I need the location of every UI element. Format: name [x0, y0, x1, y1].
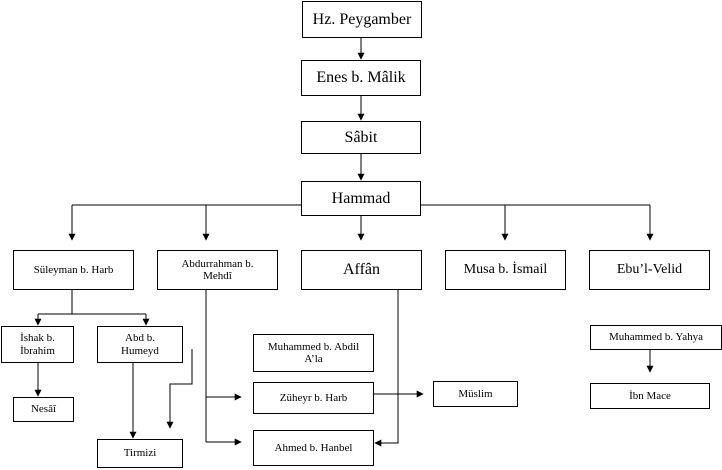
node-ebul-velid: Ebu’l-Velid: [589, 250, 710, 290]
connector-abdurrahman-tirmizi: [166, 349, 193, 429]
node-hz-peygamber: Hz. Peygamber: [302, 1, 422, 38]
node-hammad: Hammad: [301, 181, 421, 216]
node-suleyman-b-harb: Süleyman b. Harb: [13, 250, 134, 290]
node-muhammed-b-abdil-ala: Muhammed b. Abdil A’la: [253, 334, 374, 372]
node-sabit: Sâbit: [301, 121, 421, 154]
node-ahmed-b-hanbel: Ahmed b. Hanbel: [253, 430, 374, 466]
node-muslim: Müslim: [433, 381, 518, 407]
node-nesai: Nesâî: [13, 397, 74, 422]
node-abd-b-humeyd: Abd b. Humeyd: [97, 326, 183, 363]
node-ibn-mace: İbn Mace: [590, 383, 710, 409]
node-zuheyr-b-harb: Züheyr b. Harb: [253, 382, 374, 414]
node-ishak-b-ibrahim: İshak b. İbrahim: [1, 326, 74, 363]
node-musa-b-ismail: Musa b. İsmail: [445, 250, 566, 290]
node-muhammed-b-yahya: Muhammed b. Yahya: [590, 325, 722, 350]
node-affan: Affân: [301, 250, 422, 290]
node-enes-b-malik: Enes b. Mâlik: [301, 60, 421, 96]
node-abdurrahman-b-mehdi: Abdurrahman b. Mehdî: [157, 250, 278, 290]
node-tirmizi: Tirmizi: [97, 439, 183, 468]
connector-affan-ahmed: [374, 289, 399, 447]
